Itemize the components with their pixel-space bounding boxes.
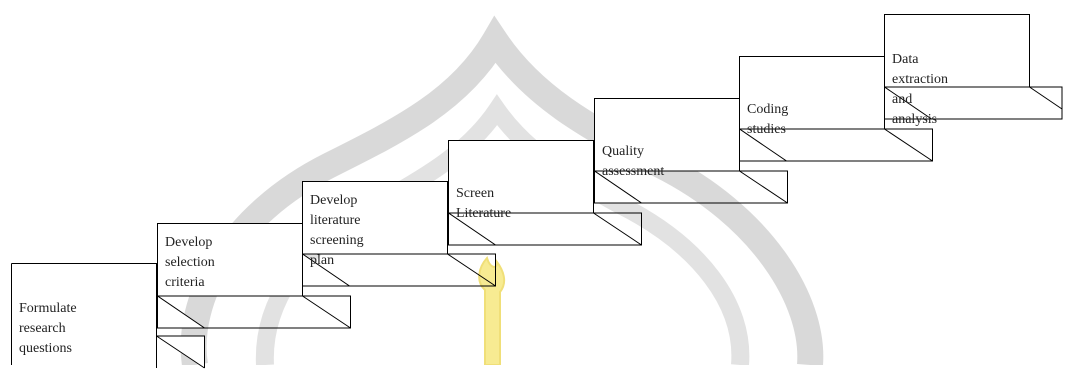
step-label: Coding studies [747, 102, 789, 137]
step-label: Data extraction and analysis [892, 52, 948, 127]
step-box-shape [884, 14, 1063, 120]
step-box-shape [739, 56, 933, 162]
step-box-shape [302, 181, 496, 287]
step-box-shape [594, 98, 788, 204]
systematic-review-process-diagram: Formulate research questions Develop sel… [11, 14, 1063, 369]
step-box-shape [157, 223, 351, 329]
step-label: Quality assessment [602, 144, 665, 179]
step-label: Develop literature screening plan [310, 193, 364, 268]
step-label: Screen Literature [456, 186, 512, 221]
watermark-flame [478, 256, 506, 365]
step-label: Develop selection criteria [165, 235, 215, 290]
step-box-shape [448, 140, 642, 246]
step-label: Formulate research questions [19, 301, 77, 356]
